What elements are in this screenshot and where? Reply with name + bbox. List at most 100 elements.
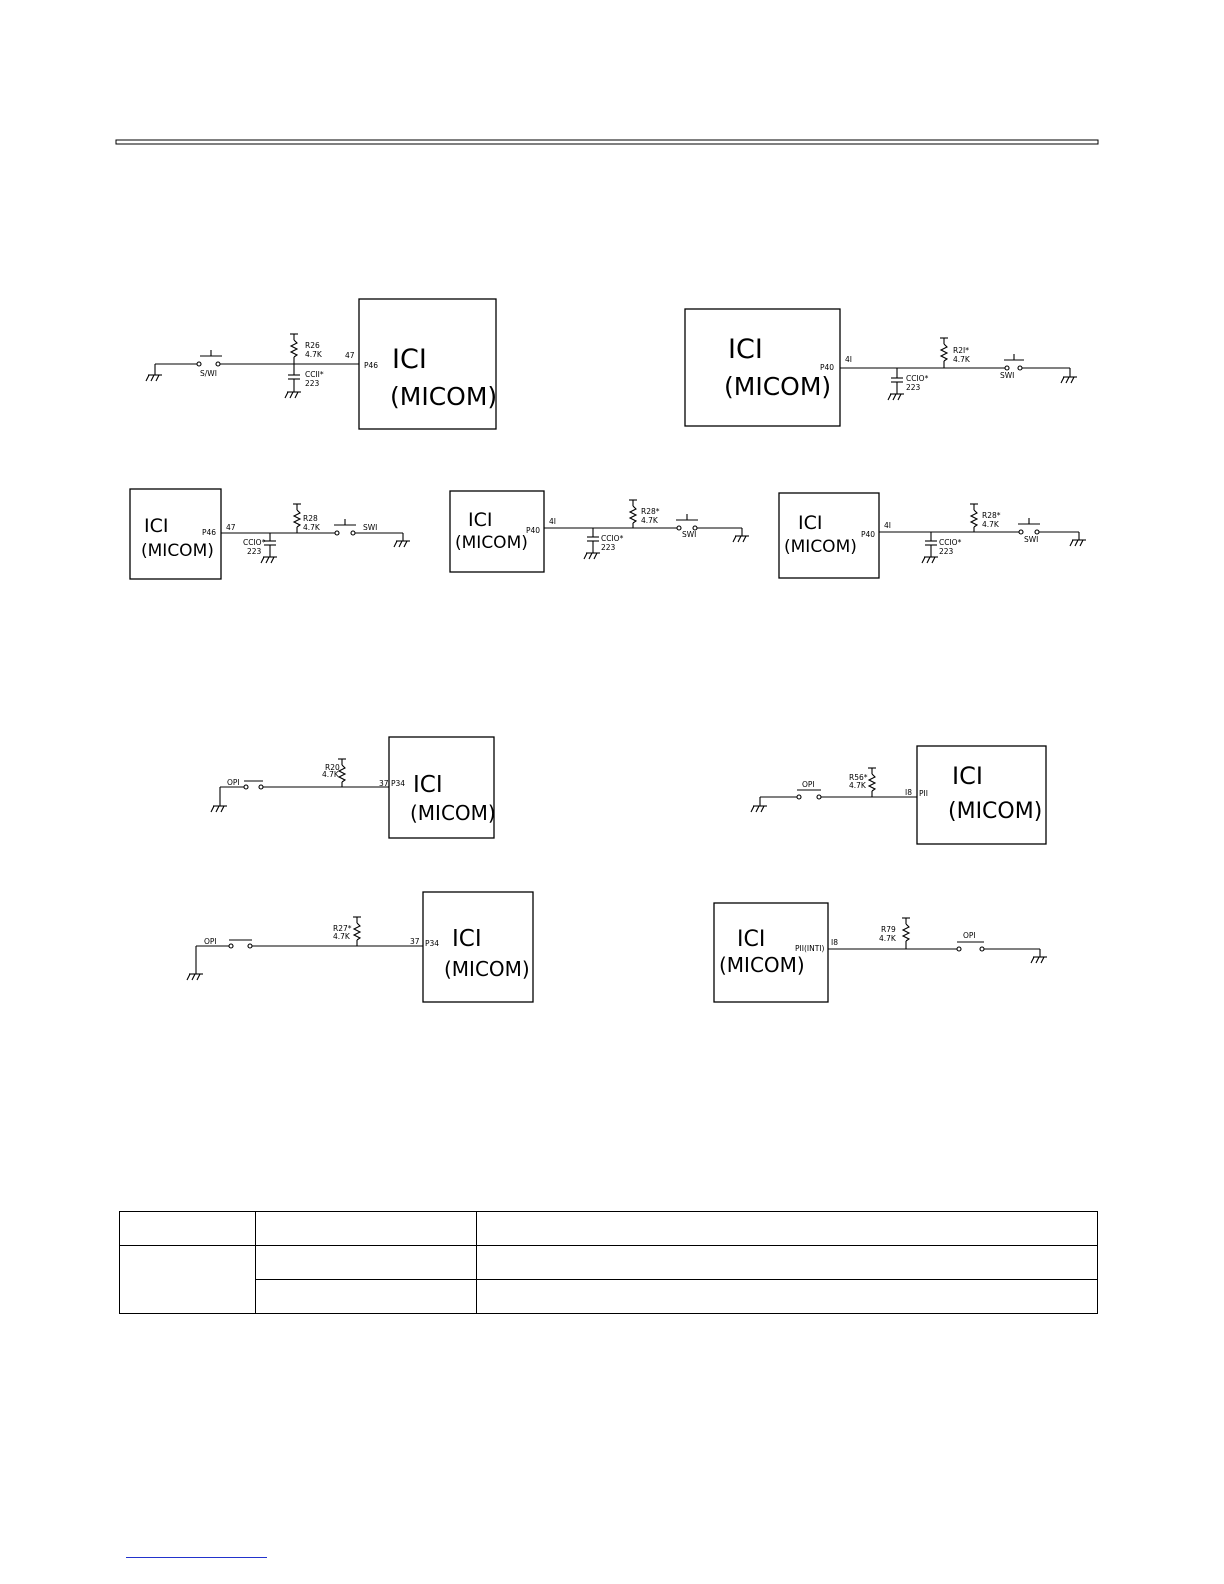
resistor-label: R56*	[849, 773, 868, 782]
resistor-value: 4.7K	[333, 932, 351, 941]
switch-symbol	[1018, 518, 1040, 535]
resistor-value: 4.7K	[305, 350, 323, 359]
pin-name: P46	[202, 528, 216, 537]
resistor-value: 4.7K	[303, 523, 321, 532]
ic-sublabel: (MICOM)	[141, 541, 214, 561]
circuit-7: ICI (MICOM) I8 PII OPI R56* 4.7K	[750, 745, 1047, 845]
ic-sublabel: (MICOM)	[455, 533, 528, 553]
switch-symbol	[796, 789, 822, 800]
switch-label: S/WI	[200, 369, 217, 378]
capacitor-value: 223	[601, 543, 616, 552]
table-cell	[255, 1245, 477, 1280]
capacitor-value: 223	[939, 547, 954, 556]
ic-box	[916, 745, 1047, 845]
resistor-label: R20	[325, 763, 340, 772]
table-cell	[119, 1211, 256, 1246]
table-cell	[255, 1279, 477, 1314]
switch-symbol	[334, 519, 356, 536]
circuit-3: ICI (MICOM) P46 47 SWI R28 4.7K CCIO* 22…	[129, 488, 410, 580]
ground-symbol	[750, 805, 767, 813]
ic-sublabel: (MICOM)	[719, 953, 805, 977]
pin-number: I8	[831, 938, 838, 947]
footer-link-underline	[126, 1557, 267, 1558]
resistor-symbol	[867, 773, 877, 792]
capacitor-value: 223	[247, 547, 262, 556]
ic-box	[684, 308, 841, 427]
pin-number: 4I	[884, 521, 891, 530]
ground-symbol	[393, 540, 410, 548]
ground-symbol	[1069, 539, 1086, 547]
capacitor-value: 223	[305, 379, 320, 388]
ic-sublabel: (MICOM)	[410, 801, 496, 825]
switch-label: SWI	[363, 523, 377, 532]
ic-box	[778, 492, 880, 579]
ic-box	[449, 490, 545, 573]
ground-symbol	[145, 374, 162, 382]
ground-symbol	[732, 535, 749, 543]
pin-number: I8	[905, 788, 912, 797]
ic-sublabel: (MICOM)	[444, 957, 530, 981]
table-cell	[255, 1211, 477, 1246]
ic-label: ICI	[798, 512, 822, 534]
switch-symbol	[956, 941, 985, 952]
pin-name: PII(INTI)	[795, 944, 824, 953]
circuit-5: ICI (MICOM) P40 4I SWI R28* 4.7K CCIO* 2…	[778, 492, 1086, 579]
pin-number: 47	[345, 351, 355, 360]
resistor-symbol	[628, 505, 638, 524]
capacitor-label: CCIO*	[601, 534, 624, 543]
ground-symbol	[186, 973, 203, 981]
circuit-1: ICI (MICOM) 47 P46 S/WI R26 4.7K	[145, 298, 497, 430]
ground-symbol	[210, 805, 227, 813]
ic-box	[422, 891, 534, 1003]
resistor-label: R26	[305, 341, 320, 350]
pin-name: P40	[820, 363, 834, 372]
table-row	[119, 1245, 1098, 1314]
ic-label: ICI	[737, 927, 765, 952]
resistor-value: 4.7K	[322, 770, 340, 779]
resistor-label: R79	[881, 925, 896, 934]
circuit-6: ICI (MICOM) 37 P34 OPI R20 4.7K	[210, 736, 496, 839]
resistor-value: 4.7K	[879, 934, 897, 943]
resistor-symbol	[292, 509, 302, 528]
resistor-value: 4.7K	[849, 781, 867, 790]
capacitor-value: 223	[906, 383, 921, 392]
pin-name: P40	[526, 526, 540, 535]
capacitor-label: CCII*	[305, 370, 324, 379]
ic-sublabel: (MICOM)	[724, 372, 831, 401]
circuit-4: ICI (MICOM) P40 4I SWI R28* 4.7K CCIO* 2…	[449, 490, 749, 573]
header-rule	[115, 139, 1099, 145]
pin-number: 37	[410, 937, 420, 946]
capacitor-label: CCIO*	[906, 374, 929, 383]
resistor-label: R28*	[641, 507, 660, 516]
ground-symbol	[583, 552, 600, 560]
switch-label: OPI	[963, 931, 976, 940]
resistor-symbol	[901, 923, 911, 942]
pin-number: 37	[379, 779, 389, 788]
pin-name: P40	[861, 530, 875, 539]
circuit-8: ICI (MICOM) 37 P34 OPI R27* 4.7K	[186, 891, 534, 1003]
circuit-2: ICI (MICOM) P40 4I SWI R2I* 4.7K CCIO* 2…	[684, 308, 1077, 427]
resistor-symbol	[969, 509, 979, 528]
ic-label: ICI	[468, 509, 492, 531]
capacitor-label: CCIO*	[243, 538, 266, 547]
resistor-symbol	[289, 339, 299, 358]
pin-name: P46	[364, 361, 378, 370]
circuit-9: ICI (MICOM) PII(INTI) I8 OPI R79 4.7K	[713, 902, 1047, 1003]
table-cell	[119, 1245, 256, 1314]
spec-table	[119, 1211, 1098, 1314]
switch-label: SWI	[1000, 371, 1014, 380]
ic-sublabel: (MICOM)	[948, 799, 1042, 824]
ic-box	[713, 902, 829, 1003]
resistor-value: 4.7K	[953, 355, 971, 364]
ic-label: ICI	[392, 344, 427, 375]
ground-symbol	[1030, 956, 1047, 964]
ic-box	[129, 488, 222, 580]
resistor-label: R27*	[333, 924, 352, 933]
ground-symbol	[1060, 376, 1077, 384]
resistor-value: 4.7K	[641, 516, 659, 525]
switch-label: SWI	[1024, 535, 1038, 544]
switch-symbol	[196, 350, 222, 367]
switch-label: SWI	[682, 530, 696, 539]
ground-symbol	[284, 391, 301, 399]
